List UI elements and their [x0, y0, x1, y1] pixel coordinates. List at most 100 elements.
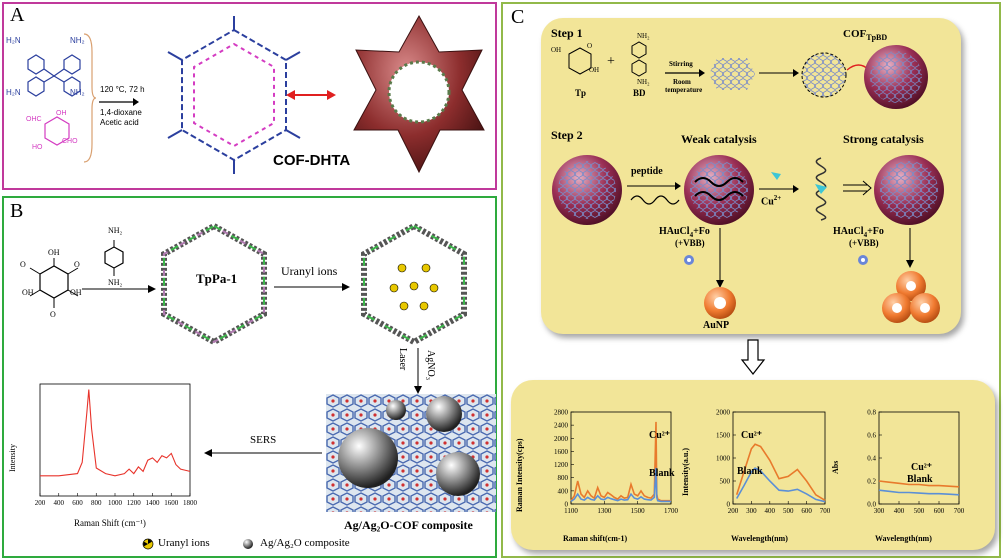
c-tp-molecule — [568, 47, 592, 75]
c-raman-plot-xtick-label: 1300 — [597, 507, 612, 515]
c-fluorescence-plot-ytick-label: 1000 — [716, 455, 731, 463]
c-fluorescence-xlabel: Wavelength(nm) — [731, 534, 788, 543]
strong-down-arrow — [906, 228, 914, 268]
c-fluorescence-plot-ytick-label: 500 — [720, 478, 731, 486]
synthesis-arrow — [99, 98, 139, 106]
arrow-to-tppa — [82, 285, 156, 293]
cu-ion-icon — [771, 172, 781, 180]
c-tp-oh2: OH — [589, 66, 600, 74]
peptide-label: peptide — [631, 166, 663, 177]
raman-xtick-label: 1000 — [108, 499, 123, 507]
c-abs-plot-xtick-label: 500 — [914, 507, 925, 515]
raman-xtick-label: 800 — [91, 499, 102, 507]
c-fluorescence-plot-xtick-label: 300 — [746, 507, 757, 515]
c-fluorescence-plot-xtick-label: 600 — [801, 507, 812, 515]
c-abs-plot-xtick-label: 600 — [934, 507, 945, 515]
dhta-oh-top: OH — [56, 110, 67, 117]
raman-xtick-label: 600 — [72, 499, 83, 507]
c-tp-o1: O — [587, 42, 593, 50]
c-raman-plot-xtick-label: 1500 — [631, 507, 646, 515]
strong-vbb-icon — [858, 255, 868, 265]
to-results-arrow — [740, 339, 766, 375]
c-abs-plot-series-blank — [878, 489, 960, 496]
c-abs-xlabel: Wavelength(nm) — [875, 534, 932, 543]
tp-oh-2: OH — [22, 288, 34, 297]
weak-catalysis-sphere — [684, 155, 754, 225]
raman-xtick-label: 1600 — [164, 499, 179, 507]
c-raman-ylabel: Raman Intensity(cps) — [515, 438, 524, 512]
tppa-label: TpPa-1 — [196, 271, 238, 286]
tp-oh-3: OH — [70, 288, 82, 297]
c-bd-molecule — [631, 41, 647, 77]
pa-molecule — [104, 240, 124, 276]
c-abs-plot-frame — [878, 411, 960, 505]
ag-cof-composite — [326, 394, 496, 512]
c-abs-plot-ytick-label: 0.8 — [867, 409, 876, 417]
amine-label-2: NH₂ — [70, 36, 85, 45]
c-abs-plot-xtick-label: 400 — [894, 507, 905, 515]
c-abs-plot-ytick-label: 0.6 — [867, 432, 876, 440]
raman-xtick-label: 400 — [54, 499, 65, 507]
c-bd-label: BD — [633, 88, 646, 98]
panel-b-label: B — [10, 200, 24, 222]
amine-label-1: H₂N — [6, 36, 21, 45]
c-abs-plot-xtick-label: 700 — [954, 507, 965, 515]
cof-sheet — [709, 58, 755, 90]
stirring-label: Stirring — [669, 60, 693, 68]
composite-label: Ag/Ag₂O-COF composite — [344, 518, 473, 532]
condition-solvent: 1,4-dioxane — [100, 108, 142, 117]
amine-label-3: H₂N — [6, 88, 21, 97]
c-fluorescence-plot-xtick-label: 200 — [728, 507, 739, 515]
cu-label: Cu2+ — [761, 194, 782, 208]
pa-nh2-bottom: NH₂ — [108, 278, 123, 287]
dhta-monomer — [44, 116, 70, 146]
cof-dhta-spacefill-model — [353, 14, 485, 174]
c-raman-plot-ytick-label: 2800 — [554, 409, 569, 417]
ag-legend-icon — [243, 539, 253, 549]
c-abs-ylabel: Abs — [831, 460, 840, 474]
uranyl-arrow — [274, 283, 350, 291]
c-raman-cu-label: Cu²⁺ — [649, 430, 671, 441]
condition-acid: Acetic acid — [100, 118, 139, 127]
c-plus: + — [607, 54, 615, 69]
raman-chart-ylabel: Intensity — [8, 444, 17, 472]
cof-tpbd-sphere — [864, 45, 928, 109]
agno3-laser-arrow — [414, 348, 422, 394]
panel-b: B OH OH OH O O O NH₂ NH₂ TpPa-1 Uranyl i… — [2, 196, 497, 558]
raman-xtick-label: 200 — [35, 499, 46, 507]
raman-series-line — [40, 389, 191, 477]
ag-legend-label: Ag/Ag₂O composite — [260, 537, 350, 549]
c-raman-plot-ytick-label: 800 — [558, 474, 569, 482]
c-bd-nh2-bottom: NH₂ — [637, 78, 650, 86]
step2-cof-sphere — [552, 155, 622, 225]
dhta-cho-left: OHC — [26, 116, 42, 123]
equivalence-arrow — [286, 90, 336, 100]
tp-oh-1: OH — [48, 248, 60, 257]
strong-catalysis-label: Strong catalysis — [843, 132, 924, 146]
sers-arrow — [204, 449, 322, 457]
c-raman-plot-xtick-label: 1700 — [664, 507, 679, 515]
c-fluorescence-plot-xtick-label: 700 — [820, 507, 831, 515]
c-abs-plot-series-cu — [878, 480, 960, 488]
c-abs-cu-label: Cu²⁺ — [911, 462, 933, 473]
double-arrow — [843, 180, 872, 196]
step2-label: Step 2 — [551, 128, 583, 142]
strong-catalysis-sphere — [874, 155, 944, 225]
raman-chart-xlabel: Raman Shift (cm⁻¹) — [74, 518, 146, 528]
aunp-label: AuNP — [703, 320, 730, 331]
c-raman-plot-ytick-label: 0 — [565, 501, 569, 509]
agno3-label: AgNO₃ — [425, 350, 436, 381]
c-raman-plot-ytick-label: 2400 — [554, 422, 569, 430]
condition-temp: 120 °C, 72 h — [100, 85, 145, 94]
tp-molecule — [29, 258, 79, 308]
strong-haucl4-label: HAuCl4+Fo — [833, 226, 884, 239]
panel-a: A H₂N NH₂ H₂N NH₂ OH OHC CHO HO 120 °C, … — [2, 2, 497, 190]
c-abs-blank-label: Blank — [907, 474, 933, 485]
cof-arrow — [759, 69, 799, 77]
c-raman-plot-ytick-label: 2000 — [554, 435, 569, 443]
raman-xtick-label: 1800 — [183, 499, 198, 507]
